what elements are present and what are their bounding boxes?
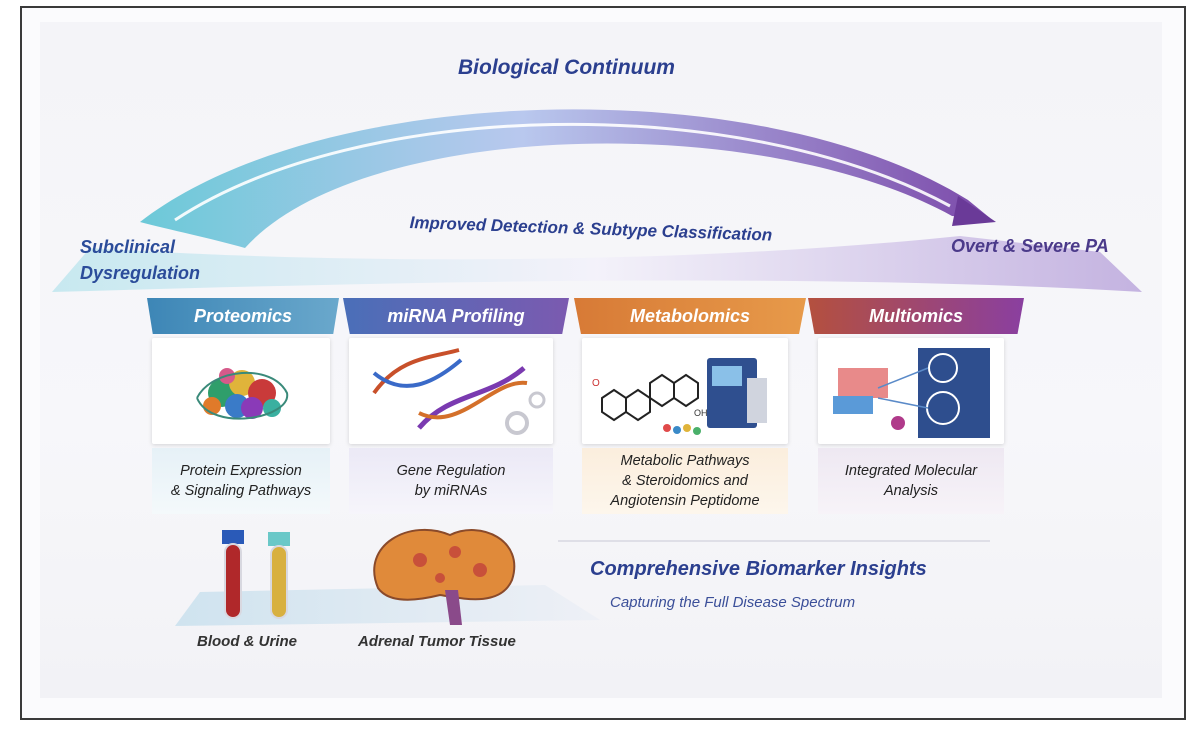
card-mirna [349, 338, 553, 444]
card-multiomics [818, 338, 1004, 444]
card-proteomics [152, 338, 330, 444]
band-metabolomics: Metabolomics [574, 298, 806, 334]
svg-text:OH: OH [694, 408, 708, 418]
arc-arrowhead [952, 196, 996, 226]
desc-metabolomics-line2: & Steroidomics and [622, 473, 748, 489]
desc-metabolomics-line1: Metabolic Pathways [620, 453, 750, 469]
start-label: Subclinical Dysregulation [80, 237, 201, 283]
test-tubes-icon [222, 530, 290, 619]
sample-adrenal-tissue: Adrenal Tumor Tissue [358, 633, 516, 650]
desc-multiomics-line1: Integrated Molecular [844, 463, 978, 479]
desc-mirna-line2: by miRNAs [414, 483, 488, 499]
sample-blood-urine: Blood & Urine [197, 633, 297, 650]
steroid-molecule-icon: O OH [592, 358, 767, 435]
protein-structure-icon [196, 368, 289, 420]
adrenal-tissue-icon [373, 528, 516, 625]
insights-title: Comprehensive Biomarker Insights [590, 558, 927, 580]
card-metabolomics: O OH [582, 338, 788, 444]
desc-metabolomics-line3: Angiotensin Peptidome [610, 493, 760, 509]
svg-text:O: O [592, 378, 600, 389]
desc-proteomics: Protein Expression & Signaling Pathways [152, 448, 330, 514]
data-integration-icon [833, 348, 990, 438]
desc-mirna: Gene Regulation by miRNAs [349, 448, 553, 514]
continuum-title: Biological Continuum [458, 56, 675, 79]
desc-proteomics-line2: & Signaling Pathways [170, 483, 312, 499]
desc-mirna-line1: Gene Regulation [396, 463, 506, 479]
insights-subtitle: Capturing the Full Disease Spectrum [610, 594, 856, 611]
base-ribbon [52, 236, 1142, 292]
dna-helix-icon [372, 348, 546, 435]
arc-highlight [174, 122, 951, 222]
band-multiomics: Multiomics [808, 298, 1024, 334]
desc-proteomics-line1: Protein Expression [180, 463, 302, 479]
band-proteomics: Proteomics [147, 298, 339, 334]
desc-multiomics-line2: Analysis [884, 483, 938, 499]
end-label: Overt & Severe PA [951, 236, 1109, 256]
band-mirna-profiling: miRNA Profiling [343, 298, 569, 334]
